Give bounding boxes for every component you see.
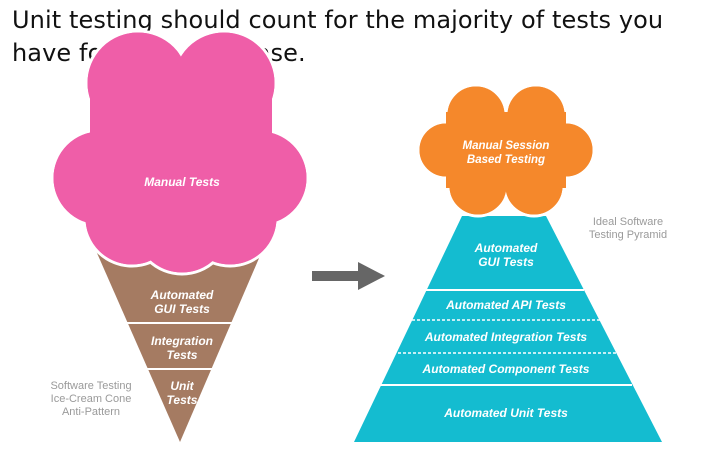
cone-layer-1-label-a: Automated <box>150 288 214 302</box>
cloud-label-b: Based Testing <box>467 154 545 166</box>
pyramid-caption-line-2: Testing Pyramid <box>588 229 668 241</box>
pyramid-layer-unit: Automated Unit Tests <box>443 406 568 420</box>
pyramid-top-label-a: Automated <box>474 241 538 255</box>
cone-layer-3-label-a: Unit <box>170 379 194 393</box>
testing-pyramid: Manual Session Based Testing Automated G… <box>354 83 662 442</box>
pyramid-layer-integration: Automated Integration Tests <box>424 330 588 344</box>
pyramid-layer-api: Automated API Tests <box>445 298 566 312</box>
cone-layer-2-label-b: Tests <box>167 348 198 362</box>
cone-layer-1-label-b: GUI Tests <box>154 302 210 316</box>
transition-arrow <box>312 262 385 290</box>
cone-caption-line-1: Software Testing <box>50 380 132 392</box>
pyramid-caption-line-1: Ideal Software <box>592 216 664 228</box>
pyramid-top-label-b: GUI Tests <box>478 255 534 269</box>
cone-caption: Software Testing Ice-Cream Cone Anti-Pat… <box>36 380 146 419</box>
pyramid-caption: Ideal Software Testing Pyramid <box>578 216 678 242</box>
cone-layer-2-label-a: Integration <box>151 334 213 348</box>
cone-caption-line-2: Ice-Cream Cone <box>50 393 132 405</box>
ice-cream-cone: Manual Tests Automated GUI Tests Integra… <box>50 29 310 442</box>
scoop-label: Manual Tests <box>144 175 220 189</box>
ice-cream-scoop-fill <box>53 32 307 273</box>
cloud-label-a: Manual Session <box>463 140 550 152</box>
pyramid-layer-component: Automated Component Tests <box>422 362 590 376</box>
manual-session-cloud-fill <box>419 86 593 215</box>
cone-caption-line-3: Anti-Pattern <box>61 406 121 418</box>
cone-body <box>86 228 272 442</box>
cone-layer-3-label-b: Tests <box>167 393 198 407</box>
